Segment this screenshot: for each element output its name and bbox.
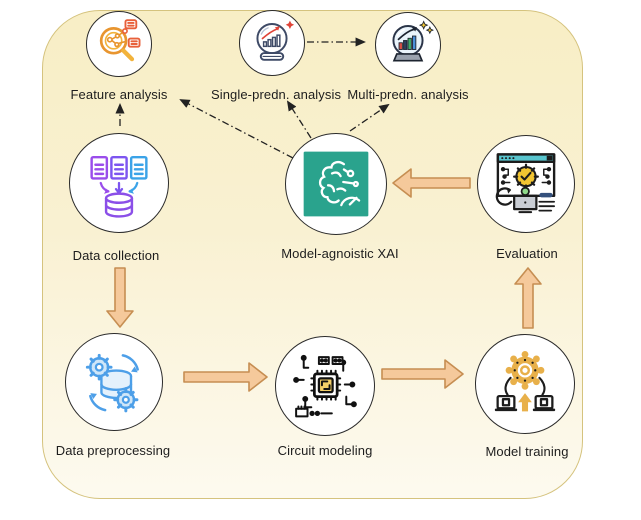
crystal-ball-bars-icon [392,20,434,62]
dashed-arrow-xai-to-feature [179,99,294,159]
gear-books-icon [494,350,556,412]
magnifier-network-icon [99,19,141,62]
label-data-collection: Data collection [72,248,160,263]
node-multi-predn-analysis [375,12,441,78]
arrow-evaluation-to-xai [392,168,471,198]
node-single-predn-analysis [239,10,305,76]
cpu-circuit-icon [293,354,357,418]
node-model-training [475,334,575,434]
label-evaluation: Evaluation [496,246,558,261]
arrow-preprocessing-to-circuit [183,362,268,392]
documents-to-database-icon [90,155,148,218]
label-circuit-modeling: Circuit modeling [277,443,373,458]
node-model-agnostic-xai [285,133,387,235]
node-data-collection [69,133,169,233]
node-circuit-modeling [275,336,375,436]
label-data-preprocessing: Data preprocessing [55,443,171,458]
label-single-predn-analysis: Single-predn. analysis [210,87,342,102]
gears-database-icon [85,353,139,413]
gear-monitor-checklist-icon [495,153,556,214]
dashed-arrow-xai-to-single [286,100,312,139]
node-feature-analysis [86,11,152,77]
arrow-circuit-to-training [381,359,464,389]
label-model-agnostic-xai: Model-agnoistic XAI [281,246,399,261]
arrow-collection-to-preprocessing [106,267,134,328]
node-evaluation [477,135,575,233]
label-multi-predn-analysis: Multi-predn. analysis [347,87,469,102]
node-data-preprocessing [65,333,163,431]
brain-chip-icon [303,151,369,217]
arrow-training-to-evaluation [514,267,542,329]
dashed-arrow-xai-to-multi [349,103,390,132]
crystal-ball-chart-icon [256,20,295,61]
label-feature-analysis: Feature analysis [70,87,168,102]
label-model-training: Model training [485,444,569,459]
